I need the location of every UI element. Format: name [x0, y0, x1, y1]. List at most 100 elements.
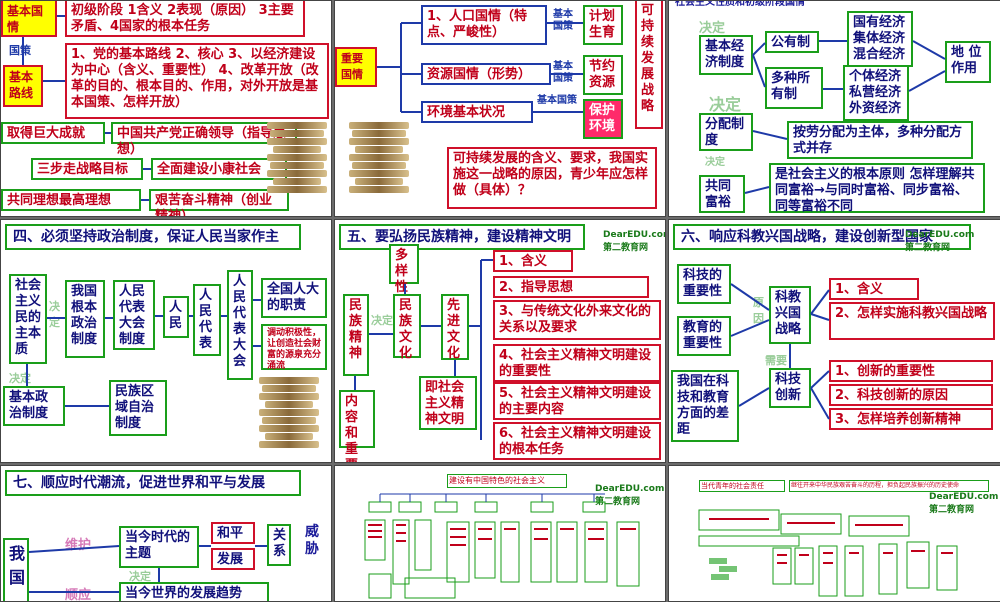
public-ownership-box: 公有制: [765, 31, 819, 53]
saving-resources-box: 节约资源: [583, 55, 623, 95]
national-culture-box: 民族文化: [393, 294, 421, 361]
sustainable-question-box: 可持续发展的含义、要求，我国实施这一战略的原因，青少年应怎样做（具体）？: [447, 147, 657, 209]
logo-sub: 第二教育网: [929, 505, 975, 515]
basic-policy-label-3: 基本国策: [537, 95, 577, 106]
slide-science-education: 六、响应科教兴国战略，建设创新型国家 DearEDU.com 第二教育网 科技的…: [668, 219, 1000, 463]
strategy-item1-box: 1、含义: [829, 278, 919, 300]
logo-name: DearEDU.com: [603, 230, 666, 240]
content-importance-box: 内容和重要性: [339, 390, 375, 462]
slide-political-system: 四、必须坚持政治制度，保证人民当家作主 社会主义民的主本质 决定 我国根本政治制…: [0, 219, 332, 463]
common-prosperity-desc-box: 是社会主义的根本原则 怎样理解共同富裕→与同时富裕、同步富裕、同等富裕不同: [769, 163, 985, 214]
three-steps-box: 三步走战略目标: [31, 158, 143, 180]
advanced-culture-box: 先进文化: [441, 294, 469, 361]
policy-label: 国策: [9, 44, 31, 57]
slide-header: 五、要弘扬民族精神，建设精神文明: [339, 224, 585, 250]
congress-box: 人民代表大会: [227, 270, 253, 380]
mixed-econ-label: 混合经济: [853, 47, 906, 62]
era-theme-box: 当今时代的主题: [119, 526, 199, 568]
threat-label: 威胁: [305, 524, 319, 557]
important-conditions-box: 重要国情: [335, 47, 377, 87]
struggle-box: 艰苦奋斗精神（创业精神）: [149, 189, 289, 216]
basic-situation-box: 基本国情: [1, 1, 57, 37]
xiaokang-box: 全面建设小康社会: [151, 158, 287, 180]
history-mission-box: 继往开来中华民族艰苦奋斗的历程，担负起民族振兴的历史使命: [789, 480, 989, 492]
decide-label-2: 决定: [709, 95, 742, 114]
spiritual-civilization-box: 即社会主义精神文明: [419, 376, 477, 430]
item3-box: 3、与传统文化外来文化的关系以及要求: [493, 300, 661, 340]
item1-box: 1、含义: [493, 250, 573, 272]
decide-label: 决定: [49, 300, 60, 329]
overview-top-box: 建设有中国特色的社会主义: [447, 474, 567, 488]
diversity-box: 多样性: [389, 244, 419, 295]
labor-distribution-box: 按劳分配为主体，多种分配方式并存: [787, 121, 973, 159]
logo-sub: 第二教育网: [905, 243, 951, 253]
relation-box: 关系: [267, 524, 291, 566]
logo-sub: 第二教育网: [603, 243, 649, 253]
top-caption: 社会主义性质和初级阶段国情: [675, 0, 805, 8]
common-ideal-box: 共同理想最高理想: [1, 189, 141, 211]
connector-lines: [354, 259, 493, 440]
logo-name: DearEDU.com: [929, 492, 999, 502]
essence-box: 社会主义民的主本质: [9, 274, 47, 364]
slide-header: 七、顺应时代潮流，促进世界和平与发展: [5, 470, 301, 496]
innovation-item2-box: 2、科技创新的原因: [829, 384, 993, 406]
primary-stage-box: 初级阶段 1含义 2表现（原因） 3主要矛盾、4国家的根本任务: [65, 1, 305, 37]
basic-line-box: 基本路线: [3, 65, 43, 107]
site-logo: DearEDU.com 第二教育网: [595, 484, 664, 507]
connector-lines: [26, 299, 261, 407]
slide-economic-system: 社会主义性质和初级阶段国情 决定 基本经济制度 公有制 国有经济 集体经济 混合…: [668, 0, 1000, 217]
individual-econ-label: 个体经济: [849, 69, 902, 84]
strategy-item2-box: 2、怎样实施科教兴国战略: [829, 302, 995, 340]
connector-lines: [730, 283, 830, 420]
collective-econ-label: 集体经济: [853, 31, 906, 46]
site-logo: DearEDU.com 第二教育网: [603, 230, 666, 253]
motivate-box: 调动积极性，让创造社会财富的源泉充分涌流: [261, 324, 327, 371]
gap-box: 我国在科技和教育方面的差距: [671, 370, 739, 442]
basic-policy-label-1: 基本国策: [553, 9, 573, 32]
multi-ownership-box: 多种所有制: [765, 67, 823, 109]
other-econ-box: 个体经济 私营经济 外资经济: [843, 65, 909, 121]
development-box: 发展: [211, 548, 255, 570]
need-label: 需要: [765, 354, 787, 367]
npc-duties-box: 全国人大的职责: [261, 278, 327, 318]
overview-mindmap: [364, 493, 640, 599]
connector-lines: [744, 40, 946, 194]
decide-label: 决定: [699, 21, 726, 36]
book-stack-image: [349, 121, 409, 193]
resources-box: 资源国情（形势）: [421, 63, 551, 85]
sustainable-box: 可持续发展战略: [635, 1, 663, 129]
connector-lines: [377, 22, 583, 113]
item6-box: 6、社会主义精神文明建设的根本任务: [493, 422, 661, 460]
foreign-econ-label: 外资经济: [849, 101, 902, 116]
npc-system-box: 人民代表大会制度: [113, 280, 155, 350]
slide-national-spirit: 五、要弘扬民族精神，建设精神文明 DearEDU.com 第二教育网 多样性 民…: [334, 219, 666, 463]
slide-header: 六、响应科教兴国战略，建设创新型国家: [673, 224, 971, 250]
logo-name: DearEDU.com: [595, 484, 665, 494]
common-prosperity-box: 共同富裕: [699, 175, 745, 213]
basic-political-box: 基本政治制度: [3, 386, 65, 426]
protect-env-box: 保护环境: [583, 99, 623, 139]
decide-label-2: 决定: [9, 372, 31, 385]
status-role-box: 地 位 作用: [945, 41, 991, 83]
decide-label-3: 决定: [705, 157, 725, 168]
basic-policy-label-2: 基本国策: [553, 61, 573, 84]
overview-mindmap: [698, 509, 958, 597]
slide-peace-development: 七、顺应时代潮流，促进世界和平与发展 我国 维护 当今时代的主题 和平 发展 关…: [0, 465, 332, 602]
edu-importance-box: 教育的重要性: [677, 316, 731, 356]
site-logo: DearEDU.com 第二教育网: [929, 492, 998, 515]
root-system-box: 我国根本政治制度: [65, 280, 105, 358]
china-box: 我国: [3, 538, 29, 601]
tech-innovation-box: 科技创新: [769, 368, 811, 408]
basic-line-detail-box: 1、党的基本路线 2、核心 3、以经济建设为中心（含义、重要性） 4、改革开放（…: [65, 43, 329, 119]
slide-overview-map: DearEDU.com 第二教育网 建设有中国特色的社会主义: [334, 465, 666, 602]
strategy-box: 科教兴国战略: [769, 286, 811, 344]
world-trend-box: 当今世界的发展趋势: [119, 582, 269, 601]
item5-box: 5、社会主义精神文明建设的主要内容: [493, 382, 661, 420]
decide-label: 决定: [129, 570, 151, 583]
private-econ-label: 私营经济: [849, 85, 902, 100]
book-stack-image: [267, 121, 327, 193]
family-planning-box: 计划生育: [583, 5, 623, 45]
youth-duty-box: 当代青年的社会责任: [699, 480, 785, 492]
achievement-box: 取得巨大成就: [1, 122, 105, 144]
deputies-box: 人民代表: [193, 284, 221, 356]
